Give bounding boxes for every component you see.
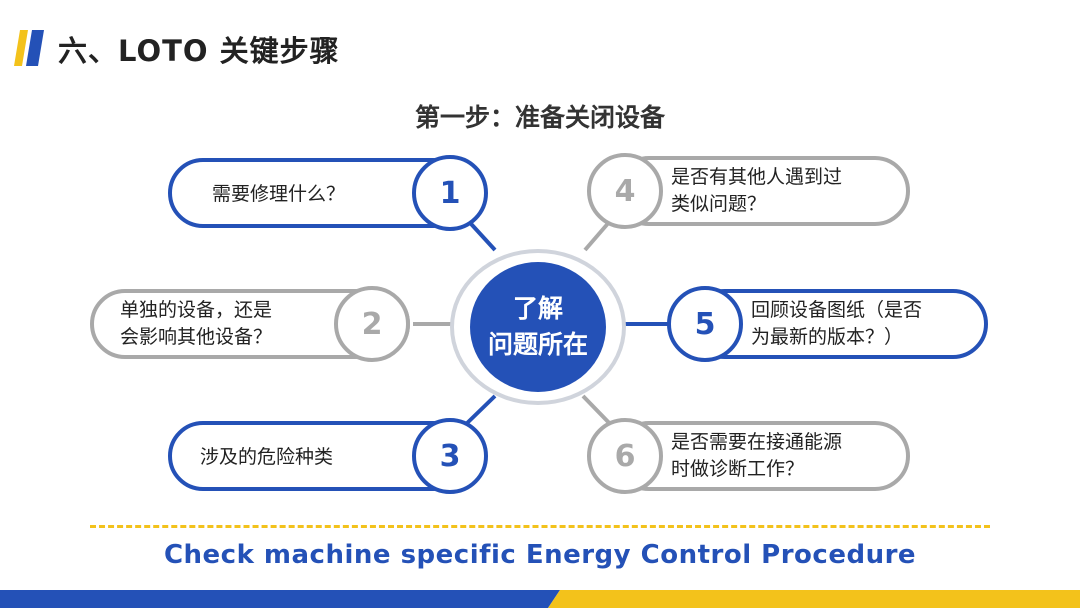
step-6-number: 6 [587, 418, 663, 494]
step-6-text: 是否需要在接通能源 时做诊断工作？ [671, 431, 843, 480]
slide-subtitle: 第一步：准备关闭设备 [414, 103, 665, 132]
step-5-text: 回顾设备图纸（是否 为最新的版本？） [751, 299, 923, 348]
title-accent-icon [14, 30, 44, 66]
center-topic-line-1: 了解 [512, 294, 563, 323]
step-4-pill [614, 156, 910, 226]
step-3-number: 3 [412, 418, 488, 494]
dashed-divider [90, 525, 990, 528]
center-topic: 了解 问题所在 [470, 262, 606, 392]
step-6-pill [614, 421, 910, 491]
step-5-number: 5 [667, 286, 743, 362]
step-3-pill [168, 421, 468, 491]
slide-title: 六、LOTO 关键步骤 [58, 34, 340, 68]
step-2-text: 单独的设备，还是 会影响其他设备？ [120, 299, 273, 348]
step-2-number: 2 [334, 286, 410, 362]
step-3-text: 涉及的危险种类 [200, 446, 334, 468]
step-4-text: 是否有其他人遇到过 类似问题？ [671, 166, 843, 215]
bottom-accent-bar [0, 590, 1080, 608]
step-1-number: 1 [412, 155, 488, 231]
step-4-number: 4 [587, 153, 663, 229]
step-1-text: 需要修理什么？ [212, 183, 346, 205]
center-topic-line-2: 问题所在 [487, 330, 588, 359]
footer-note: Check machine specific Energy Control Pr… [163, 540, 917, 570]
